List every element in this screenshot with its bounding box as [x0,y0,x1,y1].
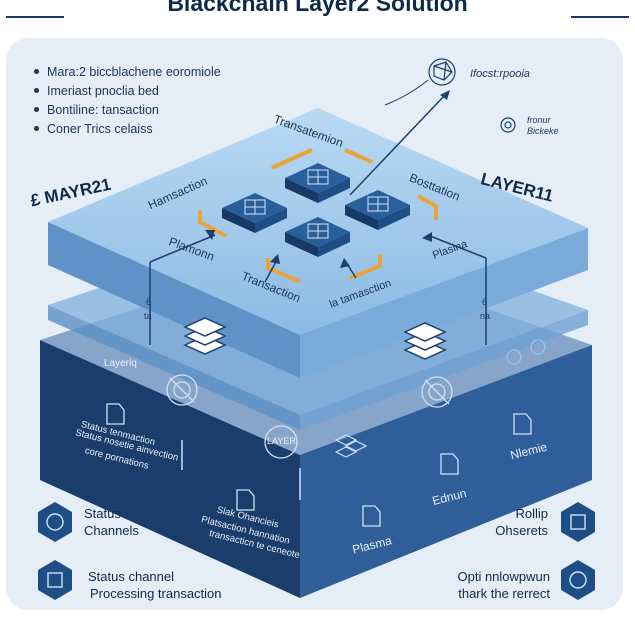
arrow-heads [205,90,450,268]
bullet-item: Bontiline: tansaction [34,100,221,119]
document-icon [106,403,532,527]
cube-icon [38,560,72,600]
dark-slab-right-face [300,345,592,598]
bottom-right-label-1: Rollip Ohserets [495,506,548,538]
title-rule-left [6,16,64,18]
layer-badge-text: LAYER [267,436,296,446]
chip-icon [285,163,350,203]
top-right-label-3: Bickeke [527,126,559,136]
side-mark: na [480,311,491,321]
dark-slab-layer-label: Layerlq [104,358,137,369]
bottom-left-label-2: Status channel Processing transaction [88,569,222,601]
chip-icon [345,190,410,230]
shield-icon [38,502,72,542]
page-title: Blackchain Layer2 Solution [167,0,468,16]
side-mark: ta [144,311,152,321]
network-icon [428,58,456,86]
top-slab-left-face [48,222,300,378]
target-icon [421,376,453,408]
connector-lines [149,94,487,345]
bottom-left-label-1: Status Channels [84,506,139,538]
top-right-label-2: fronur [527,115,551,125]
bottom-right-label-2: Opti nnlowpwun thark the rerrect [457,569,551,601]
bullet-item: Imeriast pnoclia bed [34,81,221,100]
layer-badge [264,425,298,459]
top-right-label: Ifocst:rpooia [470,68,530,80]
bullet-item: Mara:2 biccblachene eoromiole [34,62,221,81]
bullet-item: Coner Trics celaiss [34,119,221,138]
layers-icon [403,322,447,360]
title-rule-right [571,16,629,18]
dark-slab-left-face [40,340,300,598]
side-mark: 6 [482,297,488,307]
middle-sheet-front [48,305,300,430]
bullet-list: Mara:2 biccblachene eoromiole Imeriast p… [34,62,221,138]
divider-lines [181,440,301,500]
chip-icon [285,217,350,257]
top-slab-right-face [300,228,588,378]
gear-icon [500,117,516,133]
cube-icon [334,434,368,458]
network-icon [561,560,595,600]
ring-icon [506,339,546,365]
chip-icon [222,193,287,233]
orange-brackets [198,148,438,284]
layers-icon [183,317,227,355]
middle-sheet-side [300,310,588,430]
chip-icon [561,502,595,542]
side-mark: 6 [146,297,152,307]
curved-arrow [384,79,429,106]
target-icon [166,374,198,406]
